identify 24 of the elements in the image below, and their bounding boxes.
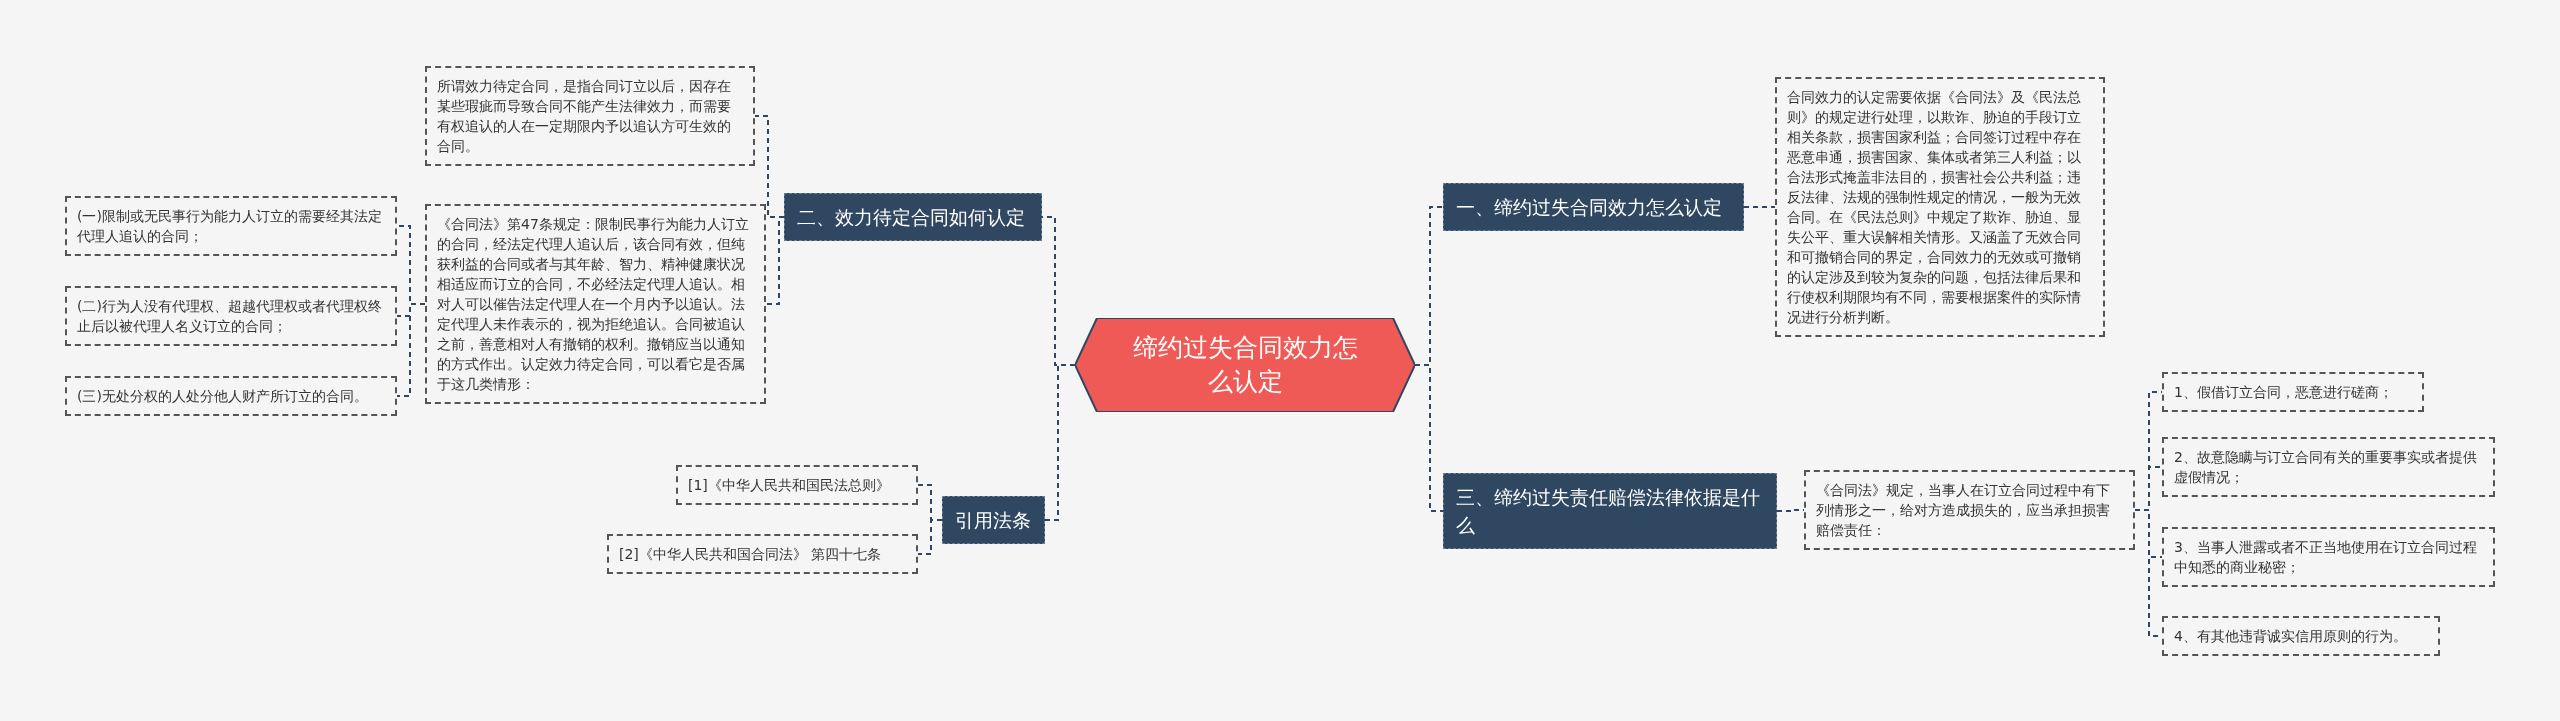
text-box: (三)无处分权的人处分他人财产所订立的合同。	[65, 376, 397, 416]
text-box: 4、有其他违背诚实信用原则的行为。	[2162, 616, 2440, 656]
connector-line	[1414, 364, 1444, 512]
text-box: [2]《中华人民共和国合同法》 第四十七条	[607, 534, 918, 574]
text-box: 2、故意隐瞒与订立合同有关的重要事实或者提供虚假情况；	[2162, 437, 2495, 497]
text-box: 1、假借订立合同，恶意进行磋商；	[2162, 372, 2424, 412]
text-box: 《合同法》规定，当事人在订立合同过程中有下列情形之一，给对方造成损失的，应当承担损害赔偿责任：	[1804, 470, 2135, 550]
text-box: 所谓效力待定合同，是指合同订立以后，因存在某些瑕疵而导致合同不能产生法律效力，而需要有权追认的人在一定期限内予以追认方可生效的合同。	[425, 66, 755, 166]
text-box: 3、当事人泄露或者不正当地使用在订立合同过程中知悉的商业秘密；	[2162, 527, 2495, 587]
text-box: (一)限制或无民事行为能力人订立的需要经其法定代理人追认的合同；	[65, 196, 397, 256]
topic-box: 引用法条	[942, 496, 1045, 544]
connector-line	[1044, 364, 1076, 521]
connector-line	[396, 303, 426, 397]
connector-line	[765, 216, 785, 305]
topic-box: 二、效力待定合同如何认定	[784, 193, 1042, 241]
topic-box: 一、缔约过失合同效力怎么认定	[1443, 183, 1744, 231]
central-topic-hexagon: 缔约过失合同效力怎么认定	[1075, 318, 1415, 412]
text-box: 合同效力的认定需要依据《合同法》及《民法总则》的规定进行处理，以欺诈、胁迫的手段订立相关条款，损害国家利益；合同签订过程中存在恶意串通，损害国家、集体或者第三人利益；以合法形式掩盖非法目的，损害社会公共利益；违反法律、法规的强制性规定的情况，一般为无效合同。在《民法总则》中规定了欺诈、胁迫、显失公平、重大误解相关情形。又涵盖了无效合同和可撤销合同的界定，合同效力的无效或可撤销的认定涉及到较为复杂的问题，包括法律后果和行使权利期限均有不同，需要根据案件的实际情况进行分析判断。	[1775, 77, 2105, 337]
connector-line	[1743, 206, 1776, 208]
text-box: (二)行为人没有代理权、超越代理权或者代理权终止后以被代理人名义订立的合同；	[65, 286, 397, 346]
topic-box: 三、缔约过失责任赔偿法律依据是什么	[1443, 473, 1777, 549]
text-box: 《合同法》第47条规定：限制民事行为能力人订立的合同，经法定代理人追认后，该合同有效，但纯获利益的合同或者与其年龄、智力、精神健康状况相适应而订立的合同，不必经法定代理人追认。相对人可以催告法定代理人在一个月内予以追认。法定代理人未作表示的，视为拒绝追认。合同被追认之前，善意相对人有撤销的权利。撤销应当以通知的方式作出。认定效力待定合同，可以看它是否属于这几类情形：	[425, 204, 766, 404]
text-box: [1]《中华人民共和国民法总则》	[676, 465, 918, 505]
connector-line	[917, 519, 943, 555]
